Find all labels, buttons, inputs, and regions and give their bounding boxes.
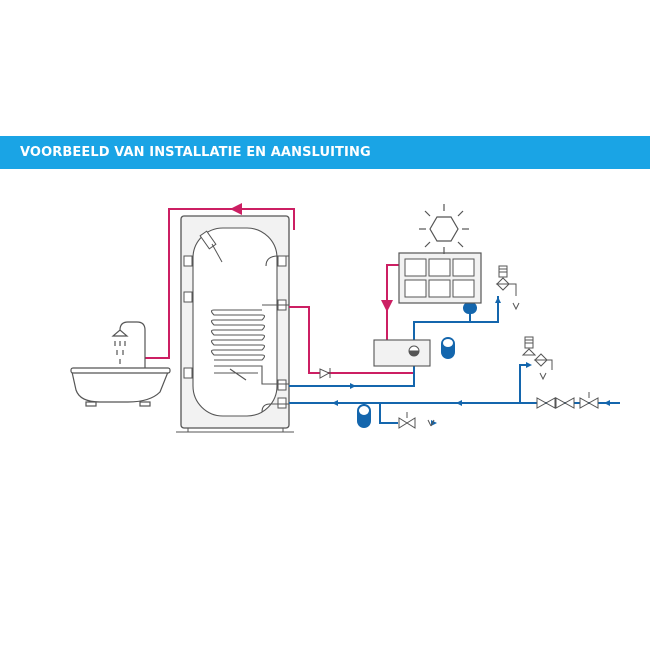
check-valve-icon — [319, 368, 331, 379]
title-banner: VOORBEELD VAN INSTALLATIE EN AANSLUITING — [0, 136, 650, 169]
storage-tank-icon — [176, 215, 294, 433]
expansion-vessel-icon — [463, 302, 477, 314]
solar-panel-icon — [398, 252, 482, 304]
supply-valves — [536, 392, 599, 409]
flow-arrows — [332, 297, 610, 426]
safety-valve-icon — [495, 265, 520, 311]
sun-icon — [419, 204, 469, 254]
heat-exchanger-coil — [210, 304, 289, 385]
expansion-vessel-icon — [441, 337, 455, 359]
bathtub-icon — [70, 367, 171, 407]
anode-icon — [199, 230, 223, 263]
drain-valve-icon — [398, 412, 435, 429]
expansion-vessel-icon — [357, 404, 371, 428]
solar-pump-station — [373, 339, 431, 367]
banner-title: VOORBEELD VAN INSTALLATIE EN AANSLUITING — [20, 145, 371, 160]
shower-head-icon — [111, 321, 146, 368]
safety-valve-icon — [521, 336, 553, 381]
